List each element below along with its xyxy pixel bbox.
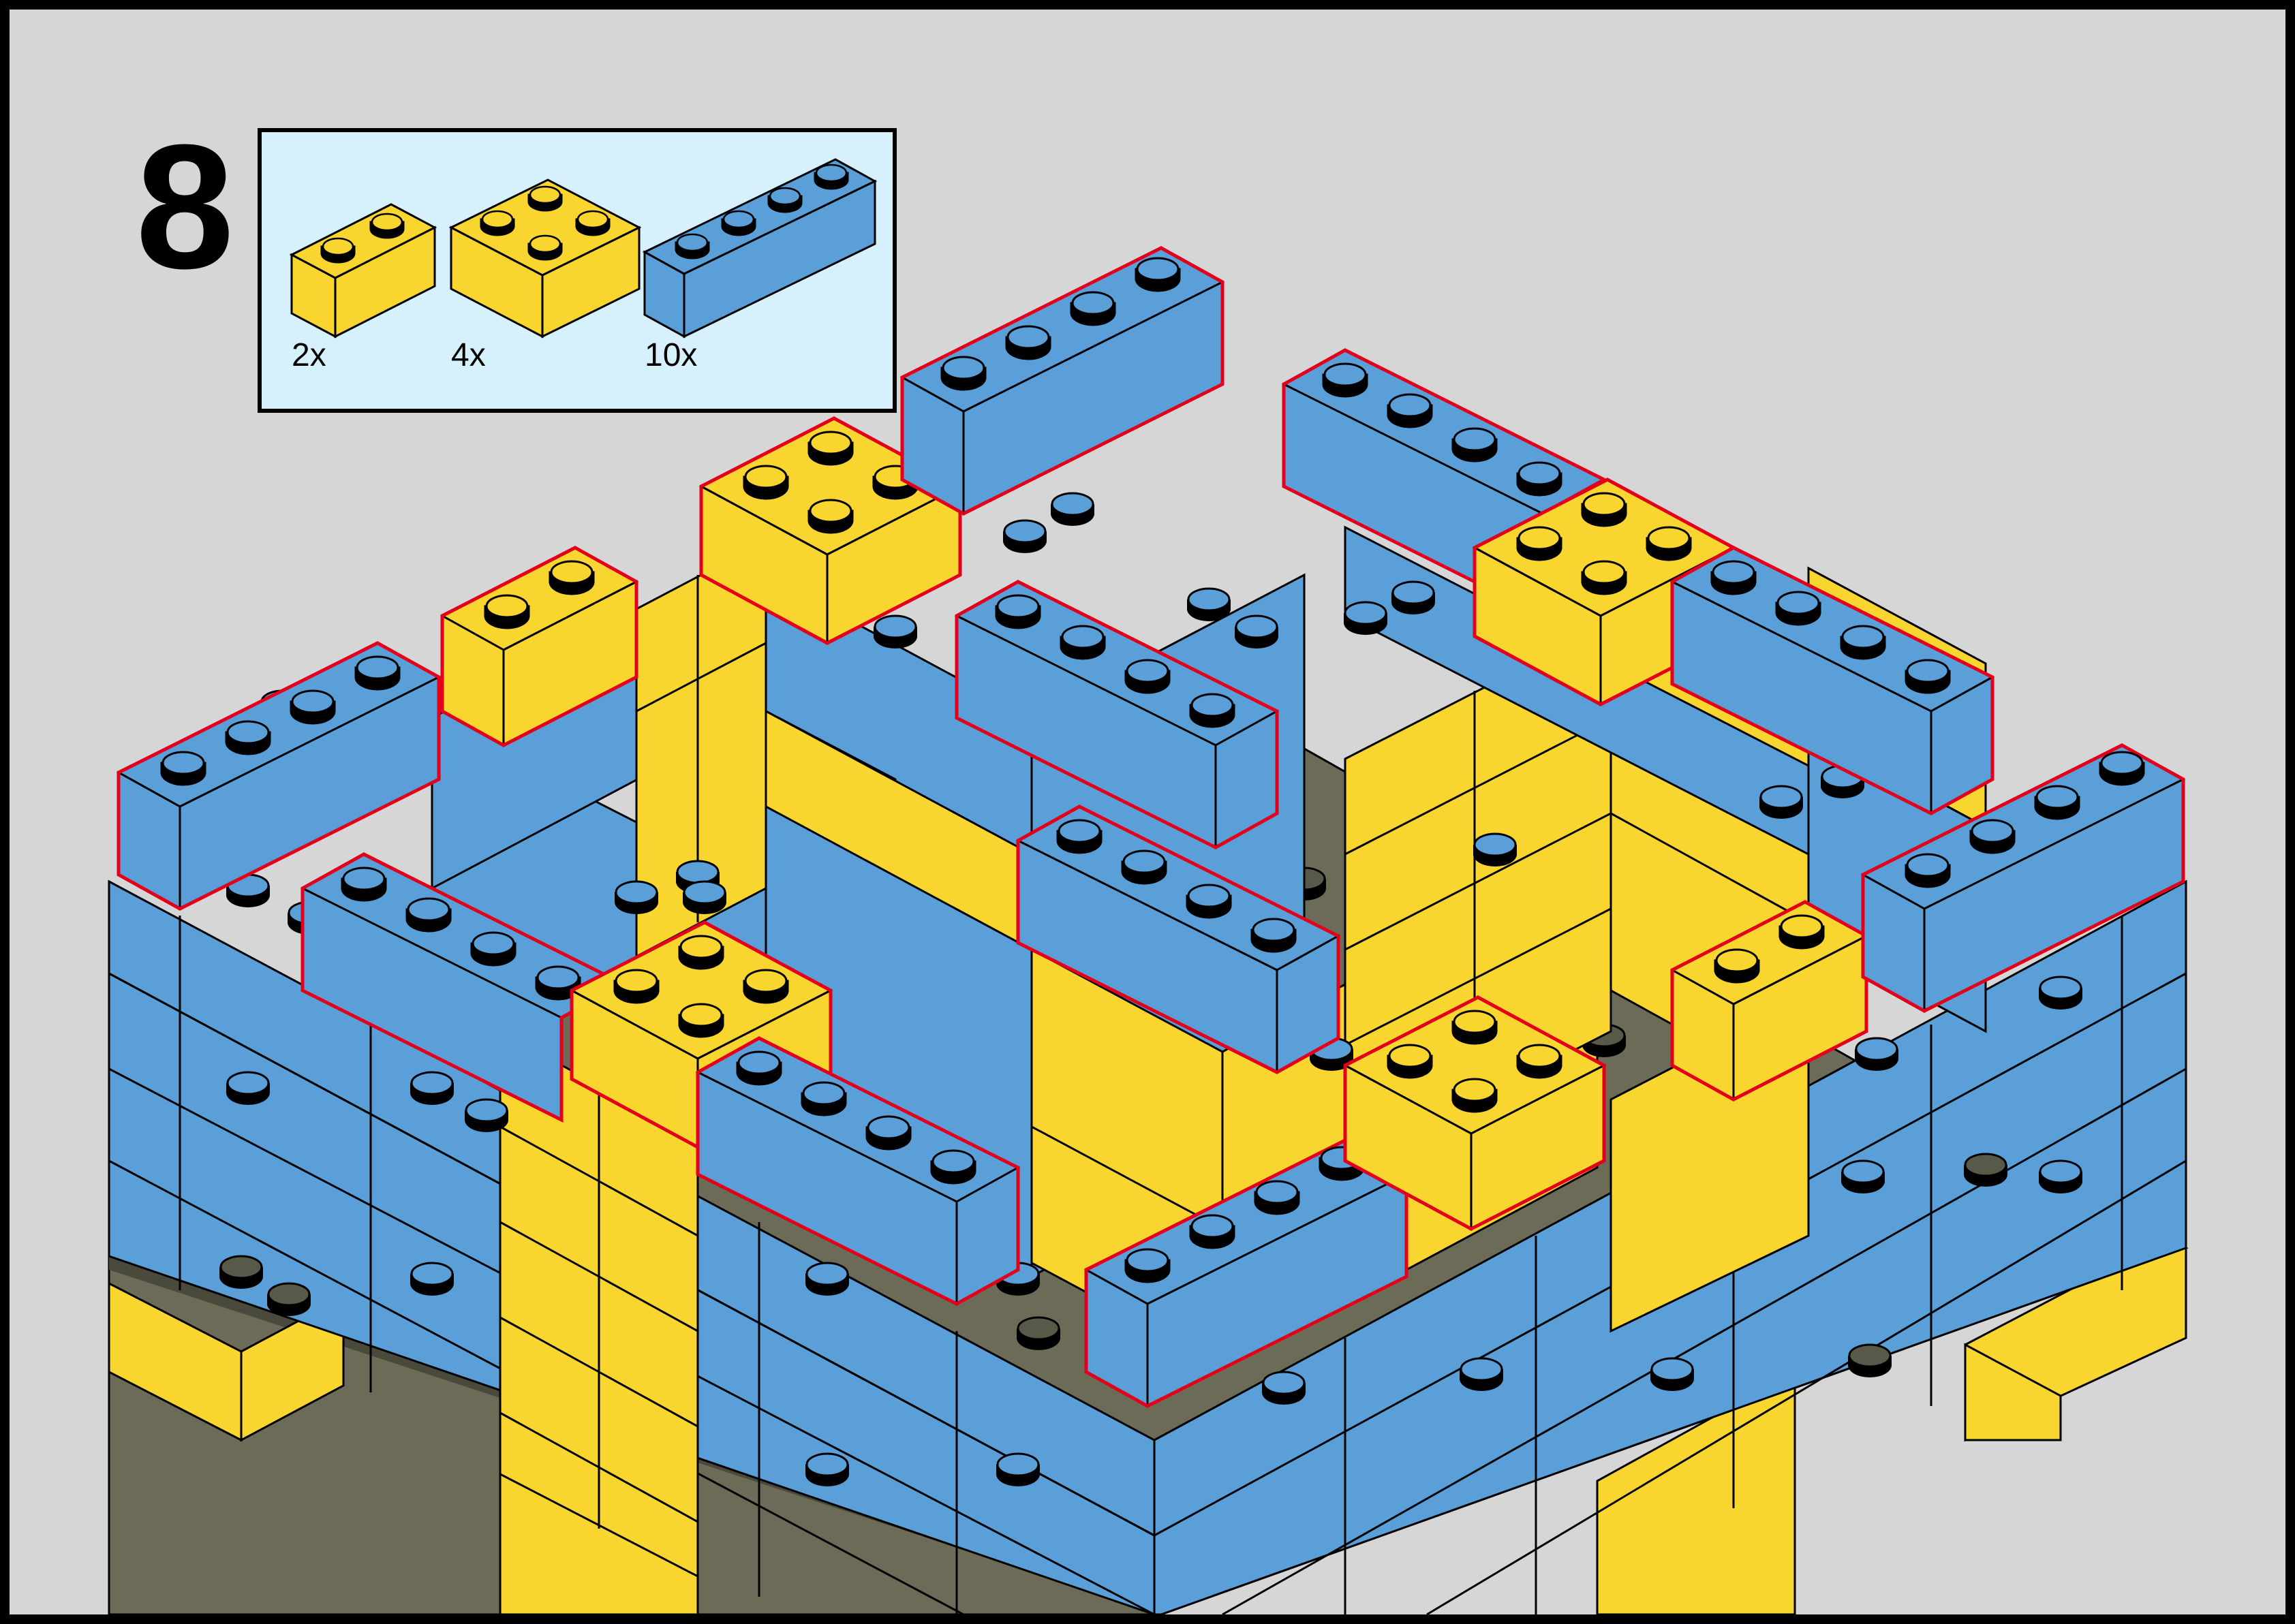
new-brick-blue-4 xyxy=(1669,546,1995,815)
new-brick-blue-6 xyxy=(1015,805,1341,1074)
new-brick-blue-2 xyxy=(899,246,1225,516)
new-brick-yellow-2x1-a xyxy=(440,546,639,747)
new-brick-blue-1 xyxy=(116,641,442,911)
step-number: 8 xyxy=(136,108,234,306)
new-brick-yellow-2x2-a xyxy=(698,416,963,645)
new-brick-yellow-2x1-b xyxy=(1669,900,1869,1102)
part-brick-2x2-yellow xyxy=(448,178,642,339)
part-qty-4x1-blue: 10x xyxy=(645,337,698,373)
parts-list-box: 2x 4x 10x xyxy=(258,128,897,413)
part-qty-2x2-yellow: 4x xyxy=(451,337,486,373)
instruction-page: 8 xyxy=(10,10,2285,1614)
part-qty-2x1-yellow: 2x xyxy=(292,337,326,373)
lower-wall-left xyxy=(108,879,1156,1614)
new-brick-blue-10 xyxy=(1860,743,2186,1013)
new-brick-blue-9 xyxy=(1083,1138,1409,1408)
part-brick-2x1-yellow xyxy=(289,203,437,339)
parts-list-illustrations xyxy=(289,158,878,339)
build-scene xyxy=(108,246,2189,1614)
new-brick-blue-5 xyxy=(954,580,1280,849)
new-brick-blue-7 xyxy=(300,852,627,1123)
new-brick-yellow-2x2-d xyxy=(1342,995,1607,1231)
part-brick-4x1-blue xyxy=(642,158,878,339)
new-bricks xyxy=(116,246,2186,1408)
new-brick-blue-8 xyxy=(695,1036,1021,1306)
base-support-bricks xyxy=(108,1227,2187,1614)
